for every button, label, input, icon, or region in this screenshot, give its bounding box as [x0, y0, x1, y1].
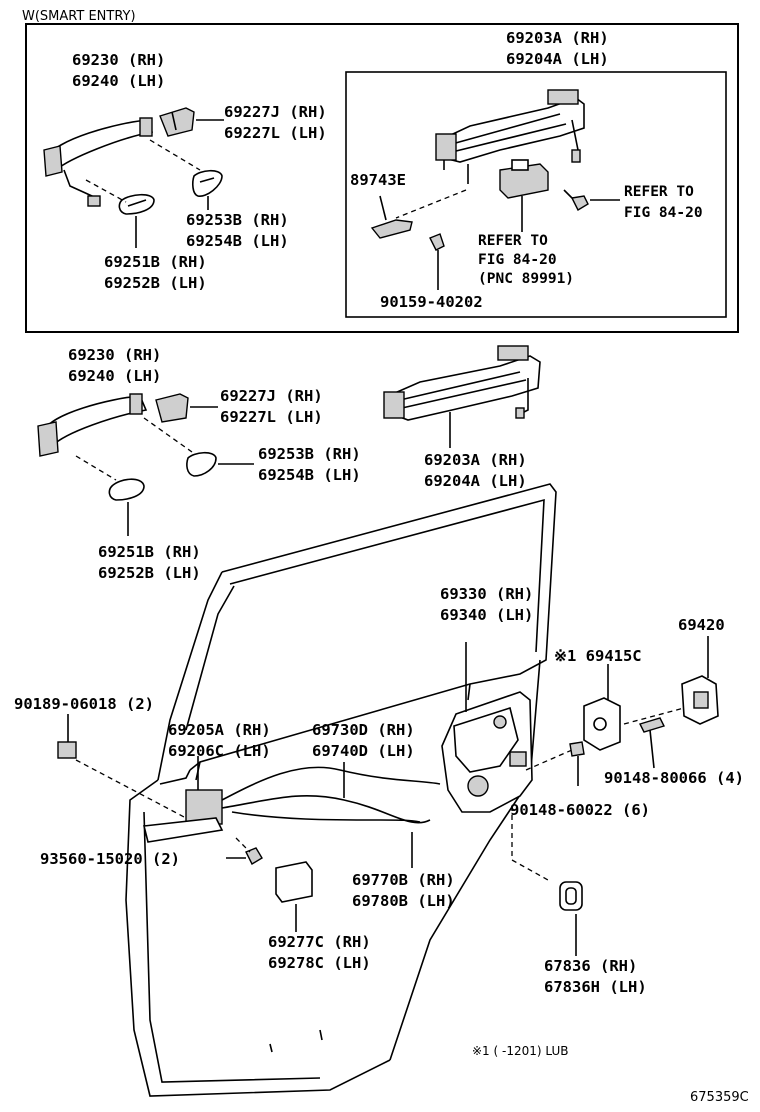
frame-top-drawing [435, 89, 585, 163]
screw-striker-drawing [639, 717, 665, 769]
striker-drawing [681, 675, 719, 725]
label-inner-handle: 69205A (RH)69206C (LH) [168, 721, 271, 760]
grommet-drawing [559, 881, 583, 911]
label-screw-lock: 90148-60022 (6) [510, 801, 650, 819]
label-bolt: 93560-15020 (2) [40, 850, 180, 868]
label-screw-top: 90159-40202 [380, 293, 483, 311]
screw-top-drawing [429, 233, 445, 290]
striker-plate-drawing [583, 697, 621, 751]
bracket-89743-drawing [370, 219, 413, 239]
door-outline-drawing [125, 483, 557, 1097]
screw-lock-drawing [569, 741, 585, 786]
pad-outer-top-drawing [118, 193, 155, 215]
label-handle-mid: 69230 (RH)69240 (LH) [68, 346, 162, 385]
cable-drawing [221, 766, 441, 824]
inner-handle-drawing [143, 789, 224, 843]
door-lock-drawing [441, 691, 533, 813]
label-handle-top: 69230 (RH)69240 (LH) [72, 51, 166, 90]
label-frame-mid: 69203A (RH)69204A (LH) [424, 451, 527, 490]
header-title: W(SMART ENTRY) [22, 9, 136, 24]
key-cover-mid-drawing [155, 393, 189, 423]
label-cover-lower: 69277C (RH)69278C (LH) [268, 933, 371, 972]
pad-inner-mid-drawing [186, 451, 217, 477]
label-pad-inner-top: 69253B (RH)69254B (LH) [186, 211, 289, 250]
cover-lower-drawing [275, 861, 313, 903]
outer-handle-mid-drawing [37, 393, 148, 457]
label-cover-top: 69227J (RH)69227L (LH) [224, 103, 327, 142]
pad-inner-top-drawing [192, 169, 223, 197]
clip-drawing [57, 741, 77, 759]
frame-mid-drawing [383, 345, 541, 421]
label-89743: 89743E [350, 171, 406, 189]
label-cable-upper: 69730D (RH)69740D (LH) [312, 721, 415, 760]
key-cover-top-drawing [159, 107, 195, 137]
pad-outer-mid-drawing [108, 478, 145, 501]
footer-note: ※1 ( -1201) LUB [472, 1044, 569, 1058]
outer-handle-top-drawing [43, 117, 154, 207]
label-lock-assy: 69330 (RH)69340 (LH) [440, 585, 534, 624]
bolt-drawing [235, 837, 263, 865]
label-cable-lower: 69770B (RH)69780B (LH) [352, 871, 455, 910]
label-striker-plate: ※1 69415C [554, 647, 642, 665]
label-pad-inner-mid: 69253B (RH)69254B (LH) [258, 445, 361, 484]
label-grommet: 67836 (RH)67836H (LH) [544, 957, 647, 996]
sensor-top-drawing [499, 159, 549, 199]
bolt-refer-drawing [563, 189, 589, 211]
label-screw-striker: 90148-80066 (4) [604, 769, 744, 787]
label-striker: 69420 [678, 616, 725, 634]
label-clip: 90189-06018 (2) [14, 695, 154, 713]
label-pad-outer-mid: 69251B (RH)69252B (LH) [98, 543, 201, 582]
label-pad-outer-top: 69251B (RH)69252B (LH) [104, 253, 207, 292]
frame-subbox [345, 71, 727, 318]
label-cover-mid: 69227J (RH)69227L (LH) [220, 387, 323, 426]
smart-entry-box [25, 23, 739, 333]
label-frame-top: 69203A (RH)69204A (LH) [506, 29, 609, 68]
figure-id: 675359C [690, 1090, 749, 1105]
